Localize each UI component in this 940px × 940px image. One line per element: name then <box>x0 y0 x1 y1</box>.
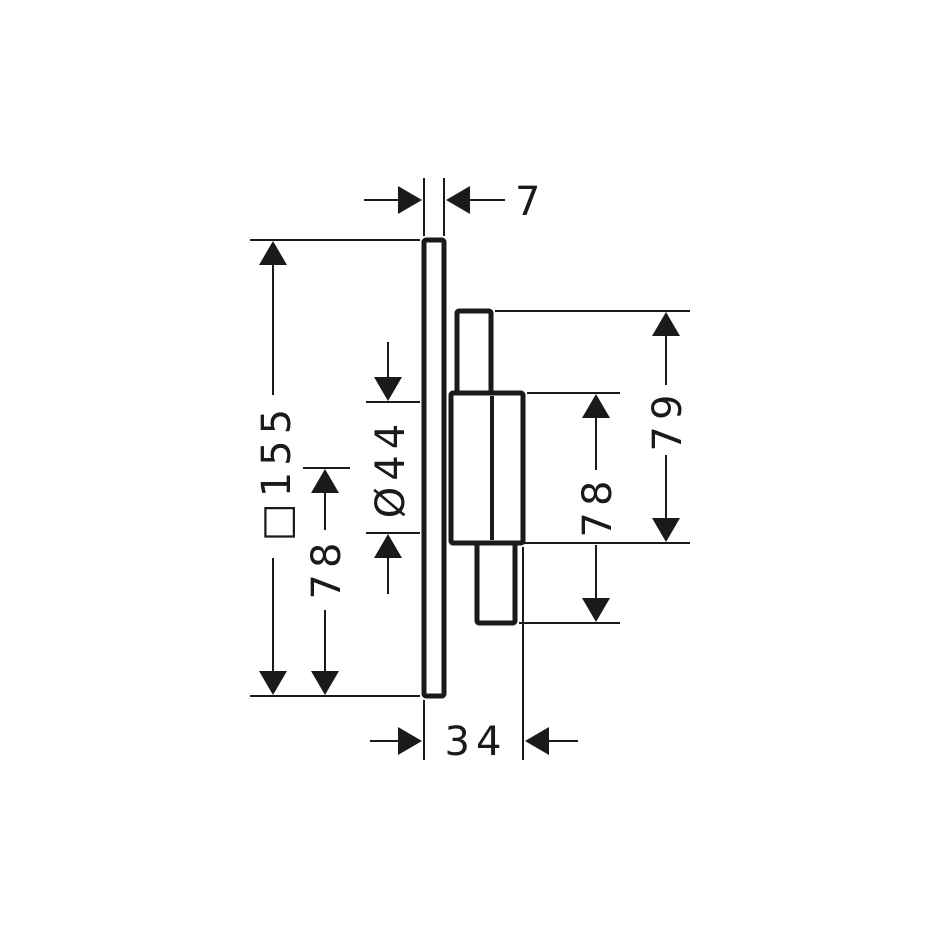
arrow-left-icon <box>525 727 549 755</box>
extension-lines <box>250 178 690 760</box>
arrow-right-icon <box>398 727 422 755</box>
dim-label-body-total: 79 <box>645 389 691 452</box>
dim-label-knob-diameter: Ø44 <box>368 418 414 518</box>
lower-spindle <box>474 540 518 626</box>
dim-label-plate-half: 78 <box>304 537 350 600</box>
product-outline <box>421 237 526 699</box>
arrow-down-icon <box>259 671 287 695</box>
dim-label-plate-thickness: 7 <box>515 179 546 225</box>
arrow-down-icon <box>652 518 680 542</box>
arrow-left-icon <box>446 186 470 214</box>
arrow-right-icon <box>398 186 422 214</box>
knob-body <box>448 390 526 546</box>
arrow-up-icon <box>259 241 287 265</box>
arrow-up-icon <box>582 394 610 418</box>
arrow-down-icon <box>311 671 339 695</box>
arrow-up-icon <box>652 312 680 336</box>
arrow-up-icon <box>374 534 402 558</box>
dim-label-total-depth: 34 <box>445 719 508 765</box>
dim-label-body-half: 78 <box>575 475 621 538</box>
arrow-down-icon <box>374 377 402 401</box>
dimension-lines <box>272 199 667 742</box>
cover-plate <box>421 237 447 699</box>
dim-label-plate-square: □155 <box>254 403 300 541</box>
arrow-up-icon <box>311 469 339 493</box>
upper-spindle <box>454 308 494 398</box>
dimension-labels: 7 □155 78 Ø44 78 79 34 <box>254 179 691 765</box>
arrow-down-icon <box>582 598 610 622</box>
arrowheads <box>259 186 680 755</box>
